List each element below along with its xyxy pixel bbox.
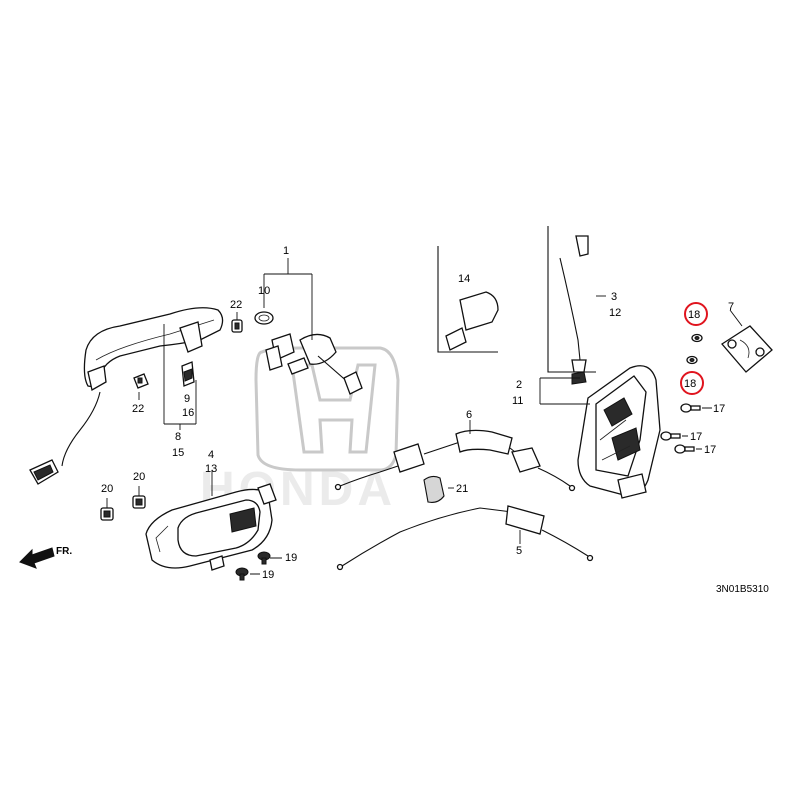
callout-lines	[106, 258, 743, 575]
label-part-2[interactable]: 2	[516, 379, 522, 391]
label-part-18a[interactable]: 18	[688, 309, 700, 321]
label-part-17a[interactable]: 17	[713, 403, 725, 415]
front-arrow-icon	[19, 547, 55, 569]
handle-fastener-22b	[133, 373, 149, 389]
bolt-17b	[660, 431, 681, 441]
label-part-13[interactable]: 13	[205, 463, 217, 475]
lock-cylinder-assembly	[254, 311, 363, 395]
label-part-20b[interactable]: 20	[133, 471, 145, 483]
label-part-9[interactable]: 9	[184, 393, 190, 405]
bracket-14-assembly	[437, 246, 499, 353]
highlight-circle-18a	[684, 302, 708, 326]
highlight-circle-18b	[680, 371, 704, 395]
label-part-7[interactable]: 7	[728, 301, 734, 313]
label-part-16[interactable]: 16	[182, 407, 194, 419]
cable-6	[334, 429, 576, 492]
label-part-17b[interactable]: 17	[690, 431, 702, 443]
front-direction-indicator: FR.	[19, 546, 72, 569]
label-part-18b[interactable]: 18	[684, 378, 696, 390]
handle-part-9-16	[181, 361, 195, 387]
label-part-6[interactable]: 6	[466, 409, 472, 421]
door-latch-assembly	[577, 365, 661, 499]
label-part-8[interactable]: 8	[175, 431, 181, 443]
diagram-code: 3N01B5310	[716, 584, 769, 595]
outer-door-handle	[29, 307, 224, 485]
bolt-17c	[674, 444, 695, 454]
honda-watermark-logo: HONDA	[200, 346, 400, 516]
label-part-21[interactable]: 21	[456, 483, 468, 495]
label-part-22a[interactable]: 22	[230, 299, 242, 311]
label-part-17c[interactable]: 17	[704, 444, 716, 456]
rod-3-12-frame	[547, 226, 596, 385]
label-part-10[interactable]: 10	[258, 285, 270, 297]
part-21-cover	[423, 475, 445, 503]
clip-20b	[132, 495, 146, 509]
label-part-1[interactable]: 1	[283, 245, 289, 257]
label-part-14[interactable]: 14	[458, 273, 470, 285]
highlight-markers	[680, 302, 708, 395]
bolt-18b	[686, 355, 698, 365]
label-part-15[interactable]: 15	[172, 447, 184, 459]
label-part-3[interactable]: 3	[611, 291, 617, 303]
label-part-12[interactable]: 12	[609, 307, 621, 319]
label-part-19a[interactable]: 19	[285, 552, 297, 564]
screw-19a	[257, 551, 271, 565]
bolt-17a	[680, 403, 701, 413]
label-part-5[interactable]: 5	[516, 545, 522, 557]
clip-20a	[100, 507, 114, 521]
part-labels: 1 10 22 22 9 16 8 15 4 13 20 20 19 19 14…	[101, 245, 734, 581]
label-part-4[interactable]: 4	[208, 449, 214, 461]
label-part-11[interactable]: 11	[512, 395, 523, 407]
inner-door-handle	[145, 483, 277, 571]
door-striker-7	[721, 325, 773, 373]
cable-5	[336, 505, 594, 571]
handle-fastener-22a	[231, 319, 243, 333]
label-part-20a[interactable]: 20	[101, 483, 113, 495]
screw-19b	[235, 567, 249, 581]
bolt-18a	[691, 333, 703, 343]
front-direction-label: FR.	[56, 546, 72, 557]
label-part-19b[interactable]: 19	[262, 569, 274, 581]
label-part-22b[interactable]: 22	[132, 403, 144, 415]
